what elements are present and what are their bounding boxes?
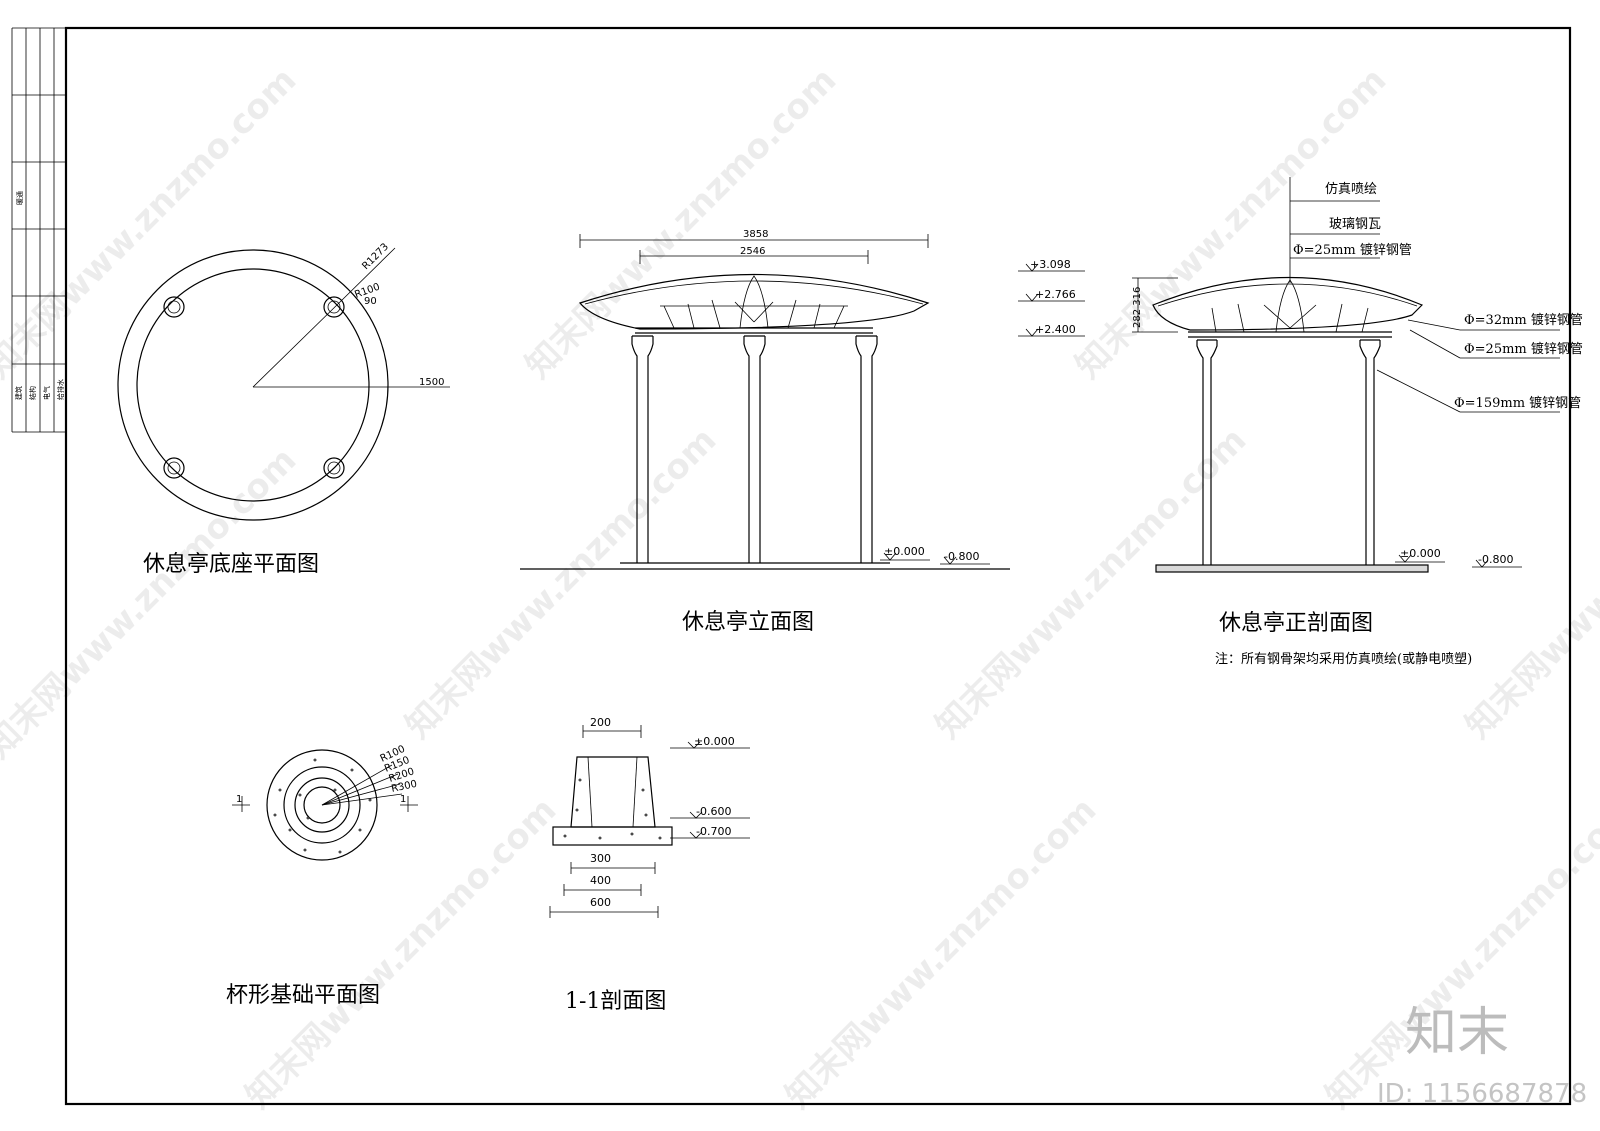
elev-level-3: +2.400: [1035, 323, 1076, 336]
title-section-1-1: 1-1剖面图: [565, 989, 666, 1014]
watermark: 知末网www.znzmo.com: [928, 420, 1254, 746]
section-below: -0.800: [1478, 553, 1513, 566]
title-elevation: 休息亭立面图: [682, 610, 814, 635]
s11-level-1: -0.600: [696, 805, 731, 818]
elev-dim-2546: 2546: [740, 246, 765, 257]
s11-top-width: 200: [590, 716, 611, 729]
s11-width-400: 400: [590, 874, 611, 887]
section-1-1-drawing: [549, 725, 750, 918]
title-base-plan: 休息亭底座平面图: [143, 552, 319, 577]
base-plan-drawing: [117, 247, 450, 521]
callout-pipe-25-top: Φ=25mm 镀锌钢管: [1293, 242, 1412, 258]
elev-ground: ±0.000: [884, 545, 925, 558]
foundation-plan-drawing: [232, 749, 418, 861]
callout-faux-paint: 仿真喷绘: [1325, 182, 1377, 197]
callout-pipe-32: Φ=32mm 镀锌钢管: [1464, 312, 1583, 328]
side-label-plumb: 给排水: [56, 379, 65, 400]
watermark: 知末网www.znzmo.com: [0, 440, 304, 766]
elev-level-1: +3.098: [1030, 258, 1071, 271]
section-height-dims: 282 316: [1132, 287, 1143, 328]
side-label-arch: 建筑: [14, 386, 23, 400]
title-section: 休息亭正剖面图: [1219, 611, 1373, 636]
side-label-hvac: 暖通: [15, 191, 24, 205]
callout-frp-tile: 玻璃钢瓦: [1329, 217, 1381, 232]
s11-level-0: ±0.000: [694, 735, 735, 748]
title-foundation-plan: 杯形基础平面图: [226, 983, 380, 1008]
section-drawing: [1132, 177, 1560, 573]
image-id: ID: 1156687878: [1377, 1079, 1587, 1109]
watermark: 知末网www.znzmo.com: [518, 60, 844, 386]
section-ground: ±0.000: [1400, 547, 1441, 560]
s11-width-600: 600: [590, 896, 611, 909]
foundation-r300: R300: [390, 779, 418, 795]
s11-level-2: -0.700: [696, 825, 731, 838]
watermark: 知末网www.znzmo.com: [238, 790, 564, 1116]
elev-dim-3858: 3858: [743, 229, 768, 240]
elevation-drawing: [520, 234, 1085, 570]
side-label-elec: 电气: [42, 386, 51, 400]
watermark: 知末网www.znzmo.com: [398, 420, 724, 746]
section-note: 注：所有钢骨架均采用仿真喷绘(或静电喷塑): [1215, 652, 1472, 667]
watermark: 知末网www.znzmo.com: [778, 790, 1104, 1116]
callout-pipe-25: Φ=25mm 镀锌钢管: [1464, 341, 1583, 357]
callout-pipe-159: Φ=159mm 镀锌钢管: [1454, 395, 1581, 411]
brand-logo: 知末: [1405, 1003, 1509, 1063]
base-dim-90: 90: [364, 296, 377, 307]
watermark: 知末网www.znzmo.com: [1318, 790, 1600, 1116]
watermark: 知末网www.znzmo.com: [0, 60, 304, 386]
sheet-frame: [11, 26, 1572, 1106]
base-dim-1500: 1500: [419, 377, 444, 388]
elev-below: -0.800: [944, 550, 979, 563]
foundation-cut-right: 1: [400, 794, 406, 805]
watermark: 知末网www.znzmo.com: [1458, 420, 1600, 746]
foundation-cut-left: 1: [236, 794, 242, 805]
side-label-struct: 结构: [28, 386, 37, 400]
elev-level-2: +2.766: [1035, 288, 1076, 301]
s11-width-300: 300: [590, 852, 611, 865]
